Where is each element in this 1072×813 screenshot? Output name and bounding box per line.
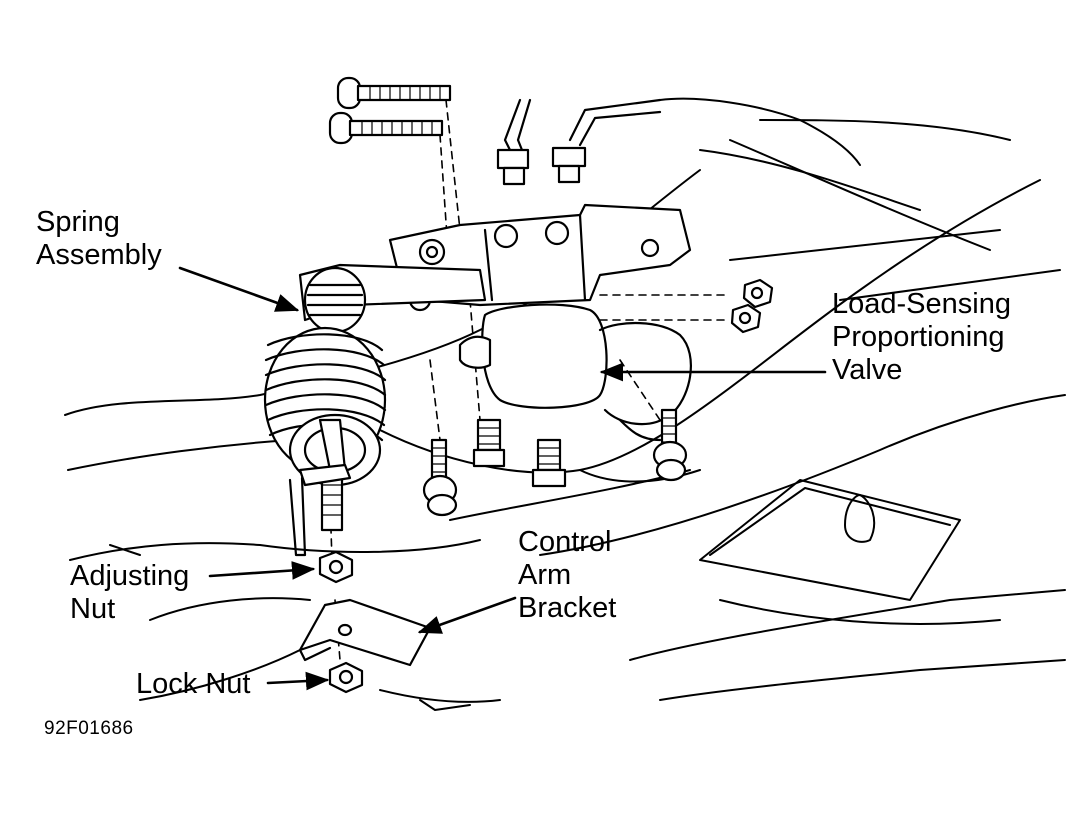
control-arm-bracket-label: Control Arm Bracket [518, 526, 616, 625]
label-line: Proportioning [832, 321, 1005, 353]
arrow-spring-assembly [178, 266, 300, 312]
mounting-bolts [328, 76, 452, 145]
label-line: Control [518, 526, 612, 558]
label-line: Arm [518, 559, 572, 591]
label-line: Load-Sensing [832, 288, 1011, 320]
label-line: Nut [70, 593, 116, 625]
arrow-control-arm-bracket [417, 596, 517, 634]
load-sensing-valve-label: Load-Sensing Proportioning Valve [832, 288, 1011, 387]
spring-assembly [263, 263, 487, 487]
leader-arrows [178, 266, 827, 691]
arrow-lock-nut [266, 671, 330, 691]
label-line: Assembly [36, 239, 162, 271]
figure-id: 92F01686 [44, 718, 134, 739]
brake-line-fittings [496, 98, 662, 186]
spring-assembly-label: Spring Assembly [36, 206, 162, 272]
proportioning-valve-body [458, 303, 692, 442]
label-line: Spring [36, 206, 120, 238]
label-line: Lock Nut [136, 668, 251, 700]
studs [422, 408, 688, 517]
label-line: Bracket [518, 592, 617, 624]
arrow-adjusting-nut [208, 561, 316, 580]
adjusting-nut-label: Adjusting Nut [70, 560, 189, 626]
valve-mounting-nuts [730, 278, 774, 334]
control-arm-bracket-part [298, 598, 432, 667]
label-line: Adjusting [70, 560, 190, 592]
lock-nut-part [328, 661, 364, 694]
lock-nut-label: Lock Nut [136, 668, 250, 701]
adjusting-rod [288, 463, 352, 557]
label-line: Valve [832, 354, 903, 386]
adjusting-nut-part [318, 550, 354, 584]
